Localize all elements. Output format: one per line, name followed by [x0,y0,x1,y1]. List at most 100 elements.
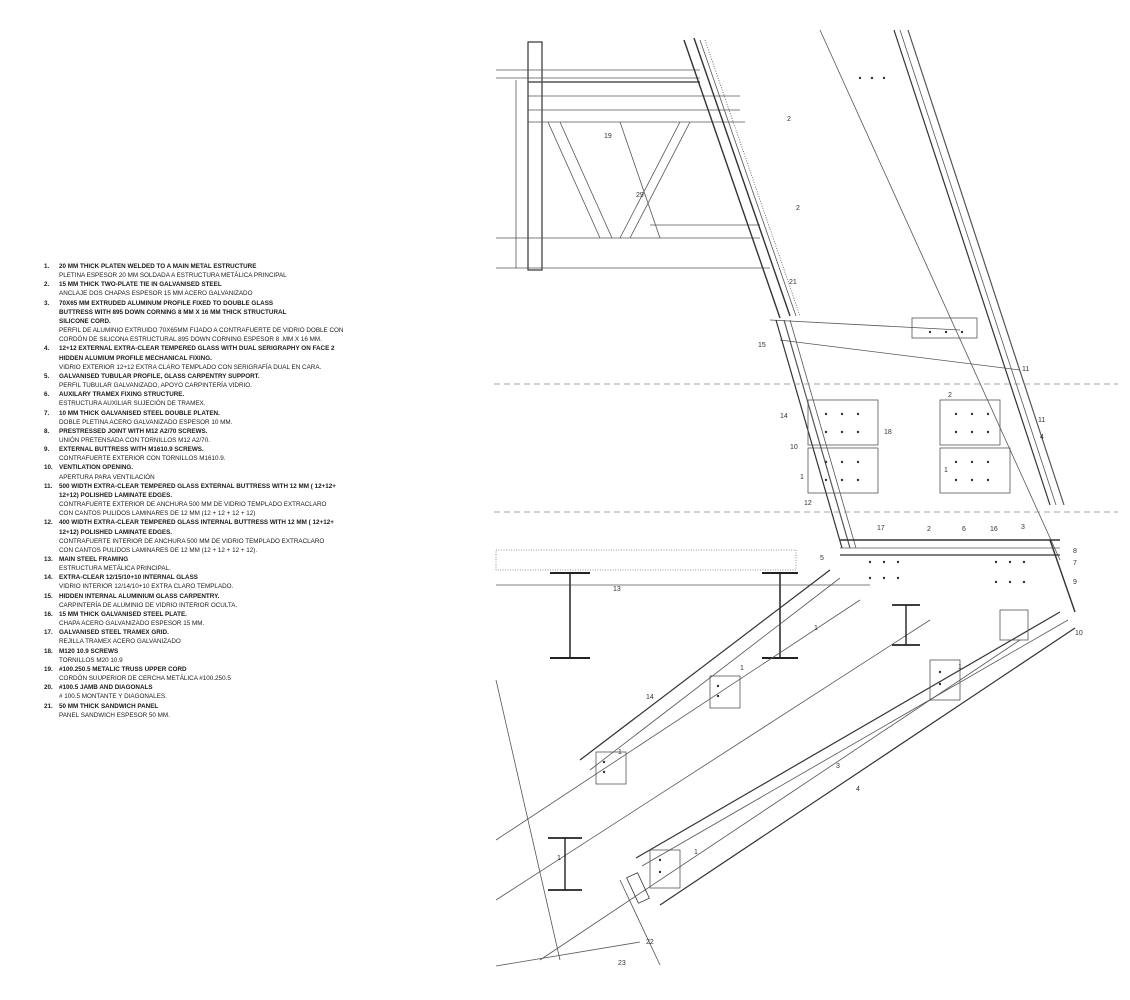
legend-item-number: 6. [44,391,50,399]
callout-label: 16 [990,526,998,533]
legend-item-number: 19. [44,665,53,673]
legend-item: 17. GALVANISED STEEL TRAMEX GRID.REJILLA… [44,628,344,646]
legend-item-spanish: ESTRUCTURA AUXILIAR SUJECIÓN DE TRAMEX. [59,400,206,408]
callout-label: 15 [758,342,766,349]
callout-label: 6 [962,526,966,533]
upper-truss [496,41,770,271]
callout-label: 1 [814,625,818,632]
callout-label: 1 [557,855,561,862]
legend-item-english: 12+12 EXTERNAL EXTRA-CLEAR TEMPERED GLAS… [59,345,335,362]
lower-glass-facade [495,569,1076,967]
legend-item-english: 10 MM THICK GALVANISED STEEL DOUBLE PLAT… [59,409,220,417]
callout-label: 2 [948,392,952,399]
legend-item: 1.20 MM THICK PLATEN WELDED TO A MAIN ME… [44,262,344,280]
legend-item: 13. MAIN STEEL FRAMING ESTRUCTURA METÁLICA… [44,555,344,573]
legend-item-number: 15. [44,592,53,600]
callout-label: 18 [884,429,892,436]
legend-item-spanish: PLETINA ESPESOR 20 MM SOLDADA A ESTRUCTU… [59,272,287,280]
legend-item-number: 13. [44,556,53,563]
legend-item-number: 11. [44,482,53,490]
callout-label: 14 [646,694,654,701]
legend-item-english: PRESTRESSED JOINT WITH M12 A2/70 SCREWS. [59,427,208,435]
callout-label: 10 [1075,630,1083,637]
legend-item-english: VENTILATION OPENING. [59,464,134,472]
legend-item-number: 3. [44,299,50,307]
legend-item-spanish: # 100.5 MONTANTE Y DIAGONALES. [59,693,167,701]
callout-label: 1 [740,665,744,672]
callout-label: 11 [1022,366,1029,373]
callout-label: 2 [927,526,931,533]
callout-label: 23 [618,960,626,967]
legend-item-number: 21. [44,702,53,710]
legend-item-spanish: CONTRAFUERTE INTERIOR DE ANCHURA 500 MM … [59,537,325,554]
callout-label: 7 [1073,560,1077,567]
legend-item-number: 5. [44,372,50,380]
legend-item-english: HIDDEN INTERNAL ALUMINIUM GLASS CARPENTR… [59,592,220,600]
legend-item-english: 15 MM THICK TWO-PLATE TIE IN GALVANISED … [59,281,222,289]
callout-label: 29 [636,192,644,199]
legend-item-english: EXTERNAL BUTTRESS WITH M1610.9 SCREWS. [59,446,204,454]
callout-label: 11 [1038,417,1045,424]
legend-item: 16.15 MM THICK GALVANISED STEEL PLATE.CH… [44,610,344,628]
legend-item: 5. GALVANISED TUBULAR PROFILE, GLASS CARP… [44,372,344,390]
tramex-grid [840,539,1076,613]
legend-item-spanish: PERFIL DE ALUMINIO EXTRUIDO 70X65MM FIJA… [59,327,344,344]
legend-item-english: #100.5 JAMB AND DIAGONALS [59,684,153,692]
legend-item: 3.70X65 MM EXTRUDED ALUMINUM PROFILE FIX… [44,299,344,345]
legend-item: 19. #100.250.5 METALIC TRUSS UPPER CORD CO… [44,665,344,683]
main-steel-beam [495,549,870,659]
callout-label: 14 [780,413,788,420]
callout-label: 21 [789,279,797,286]
callout-label: 1 [694,849,698,856]
legend-item: 6.AUXILARY TRAMEX FIXING STRUCTURE.ESTRU… [44,390,344,408]
legend-item: 15. HIDDEN INTERNAL ALUMINIUM GLASS CARPE… [44,592,344,610]
legend-item-spanish: DOBLE PLETINA ACERO GALVANIZADO ESPESOR … [59,418,233,426]
legend-item: 14.EXTRA-CLEAR 12/15/10+10 INTERNAL GLAS… [44,573,344,591]
callout-label: 19 [604,133,612,140]
legend-item-english: GALVANISED STEEL TRAMEX GRID. [59,629,169,637]
legend-item-english: GALVANISED TUBULAR PROFILE, GLASS CARPEN… [59,372,260,380]
legend-item: 8.PRESTRESSED JOINT WITH M12 A2/70 SCREW… [44,427,344,445]
legend-item-spanish: CARPINTERÍA DE ALUMINIO DE VIDRIO INTERI… [59,601,238,609]
legend-item-number: 7. [44,409,50,417]
legend-item-english: #100.250.5 METALIC TRUSS UPPER CORD [59,665,187,673]
legend-item-number: 17. [44,629,53,637]
legend-item-spanish: CORDÓN SUUPERIOR DE CERCHA METÁLICA #100… [59,675,231,683]
legend-item-number: 16. [44,610,53,618]
legend-item: 9.EXTERNAL BUTTRESS WITH M1610.9 SCREWS.… [44,445,344,463]
callout-label: 8 [1073,548,1077,555]
callout-label: 4 [856,786,860,793]
legend-item-number: 1. [44,263,50,270]
callout-label: 3 [836,763,840,770]
sandwich-panel [683,37,801,319]
callout-label: 10 [790,444,798,451]
legend-item-english: M120 10.9 SCREWS [59,647,119,655]
legend-item: 11. 500 WIDTH EXTRA-CLEAR TEMPERED GLASS … [44,482,344,519]
legend-item: 10. VENTILATION OPENING.APERTURA PARA VEN… [44,463,344,481]
legend-item-spanish: APERTURA PARA VENTILACIÓN [59,473,155,481]
legend-item-english: 15 MM THICK GALVANISED STEEL PLATE. [59,610,187,618]
external-glass-facade [769,29,1065,561]
legend-item-number: 14. [44,574,53,582]
legend-item-spanish: REJILLA TRAMEX ACERO GALVANIZADO [59,638,181,646]
callout-label: 1 [800,474,804,481]
legend-item-spanish: PANEL SANDWICH ESPESOR 50 MM. [59,711,170,719]
legend-item-spanish: PERFIL TUBULAR GALVANIZADO, APOYO CARPIN… [59,382,252,390]
callout-label: 2 [796,205,800,212]
legend-item-spanish: UNIÓN PRETENSADA CON TORNILLOS M12 A2/70… [59,436,210,444]
legend-item-spanish: ESTRUCTURA METÁLICA PRINCIPAL. [59,565,171,573]
legend-item-number: 10. [44,464,53,472]
callout-label: 5 [820,555,824,562]
callout-label: 13 [613,586,621,593]
legend-item-english: 500 WIDTH EXTRA-CLEAR TEMPERED GLASS EXT… [59,482,336,499]
legend-item-spanish: ANCLAJE DOS CHAPAS ESPESOR 15 MM ACERO G… [59,290,253,298]
callout-label: 2 [787,116,791,123]
legend-item-number: 12. [44,519,53,527]
legend-item-number: 2. [44,281,50,289]
bolt-dots [602,76,1026,874]
legend-item-english: MAIN STEEL FRAMING [59,556,129,563]
